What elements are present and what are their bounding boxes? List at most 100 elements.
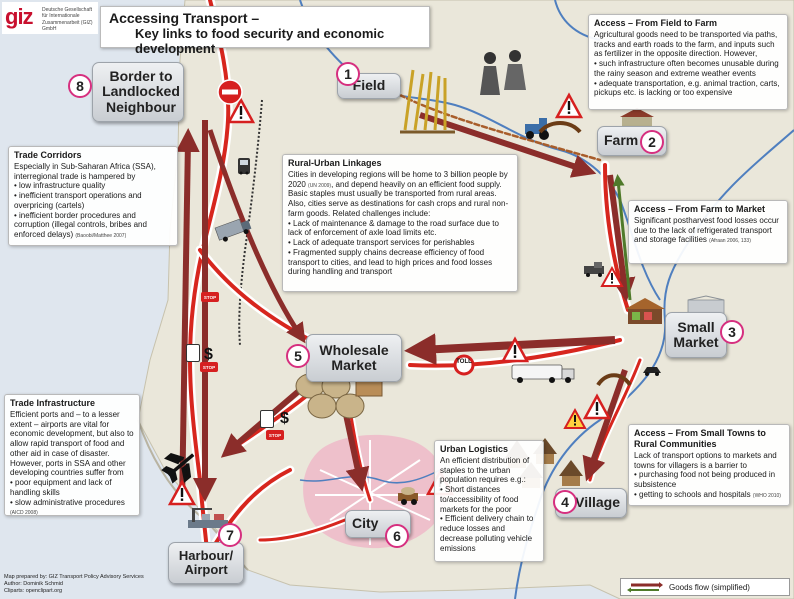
train-icon [238,158,250,175]
location-number-badge: 1 [336,62,360,86]
info-box-list: poor equipment and lack of handling skil… [10,478,134,517]
no-entry-sign-icon [217,79,243,105]
list-item: adequate transportation, e.g. animal tra… [594,79,782,99]
title-box: Accessing Transport – Key links to food … [100,6,430,56]
dollar-sign-icon: $ [204,346,213,363]
info-box-text: Especially in Sub-Saharan Africa (SSA), … [14,161,156,181]
info-box-heading: Access – From Small Towns to Rural Commu… [634,428,766,449]
info-box-rural-urban: Rural-Urban Linkages Cities in developin… [282,154,518,292]
list-item: inefficient transport operations and ove… [14,191,172,211]
customs-officer-icon [260,410,274,428]
citation: (Afraan 2006, 133) [709,238,751,245]
location-border: Border to Landlocked Neighbour [92,62,184,122]
harbour-crane-icon [188,508,228,528]
flow-wholesale-to-city [342,409,370,492]
location-number-badge: 8 [68,74,92,98]
giz-logo: giz Deutsche Gesellschaft für Internatio… [2,2,98,34]
list-item: getting to schools and hospitals (WHO 20… [634,490,784,500]
warning-icon [600,265,624,287]
farmers-icon [480,50,526,95]
list-item: Lack of adequate transport services for … [288,238,512,248]
map-credits: Map prepared by: GIZ Transport Policy Ad… [4,574,144,595]
goods-flow-legend: Goods flow (simplified) [620,578,790,596]
location-number-badge: 3 [720,320,744,344]
info-box-list: Short distances to/accessibility of food… [440,485,538,553]
list-item: Lack of maintenance & damage to the road… [288,219,512,239]
goods-flow-arrows [175,112,636,506]
info-box-list: Lack of maintenance & damage to the road… [288,219,512,278]
warning-icon [582,393,612,420]
list-item: low infrastructure quality [14,181,172,191]
info-box-trade-corridors: Trade Corridors Especially in Sub-Sahara… [8,146,178,246]
location-name: Small Market [673,318,719,350]
list-item: purchasing food not being produced in su… [634,470,784,490]
legend-label: Goods flow [669,582,710,592]
stop-sign-icon: STOP [200,362,218,372]
goods-flow-legend-icon [627,582,663,593]
toll-sign-icon: TOLL [456,359,472,365]
warning-icon [167,479,197,506]
stop-sign-icon: STOP [201,292,219,302]
bridge-icon [596,373,632,387]
market-stall-icon [625,298,665,324]
info-box-heading: Trade Corridors [14,150,82,160]
location-name: Field [352,77,386,94]
location-name: Wholesale Market [319,341,389,373]
giz-logo-mark: giz [5,4,34,29]
location-name: City [352,515,379,532]
title-line-1: Accessing Transport – [109,10,260,26]
car-icon [643,367,661,376]
grain-sacks-icon [295,373,383,419]
list-item: inefficient border procedures and corrup… [14,211,172,240]
flow-farm-to-smallmarket [607,174,636,302]
location-number-badge: 4 [553,490,577,514]
citation: (AICD 2008) [10,510,38,517]
giz-org-line: für Internationale [42,13,80,20]
info-box-list: such infrastructure often becomes unusab… [594,59,782,98]
flow-farm-return [612,174,632,301]
info-box-trade-infrastructure: Trade Infrastructure Efficient ports and… [4,394,140,516]
giz-org-line: Deutsche Gesellschaft [42,7,93,13]
info-box-text: Cities in developing regions will be hom… [288,169,509,218]
flow-harbour-to-border [175,128,200,506]
location-wholesale-market: Wholesale Market [306,334,402,382]
info-box-heading: Urban Logistics [440,444,509,454]
giz-org-line: Zusammenarbeit (GIZ) GmbH [42,19,93,32]
customs-officer-icon [186,344,200,362]
flow-border-to-wholesale [207,129,306,344]
wheat-field-icon [400,69,455,134]
info-box-text: Significant postharvest food losses occu… [634,215,779,245]
warning-icon [563,407,587,429]
pickup-icon [584,262,604,277]
info-box-heading: Access – From Farm to Market [634,204,766,214]
speed-limit-sign-icon [453,354,475,376]
list-item: such infrastructure often becomes unusab… [594,59,782,79]
location-small-market: Small Market [665,312,727,358]
legend-qualifier: (simplified) [711,582,750,592]
location-field: Field [337,73,401,99]
flow-field-to-farm [419,112,597,178]
credit-line: Map prepared by: GIZ Transport Policy Ad… [4,574,144,580]
info-box-text: Agricultural goods need to be transporte… [594,29,778,59]
info-box-list: purchasing food not being produced in su… [634,470,784,499]
info-box-text: Efficient ports and – to a lesser extent… [10,409,134,478]
warning-icon [554,92,584,119]
list-item: Fragmented supply chains decrease effici… [288,248,512,277]
info-box-heading: Access – From Field to Farm [594,18,718,28]
list-item: Short distances to/accessibility of food… [440,485,538,514]
truck-icon [214,218,252,242]
location-name: Farm [604,132,639,149]
tractor-icon [525,118,549,140]
stop-sign-icon: STOP [266,430,284,440]
bridge-icon [538,121,582,134]
refrigerated-truck-icon [511,364,575,383]
info-box-text: Lack of transport options to markets and… [634,450,777,470]
dollar-sign-icon: $ [280,410,289,427]
flow-smallmarket-to-village [582,369,628,482]
location-number-badge: 5 [286,344,310,368]
info-box-heading: Trade Infrastructure [10,398,96,408]
info-box-small-towns: Access – From Small Towns to Rural Commu… [628,424,790,506]
info-box-list: low infrastructure quality inefficient t… [14,181,172,240]
list-item: poor equipment and lack of handling skil… [10,478,134,498]
